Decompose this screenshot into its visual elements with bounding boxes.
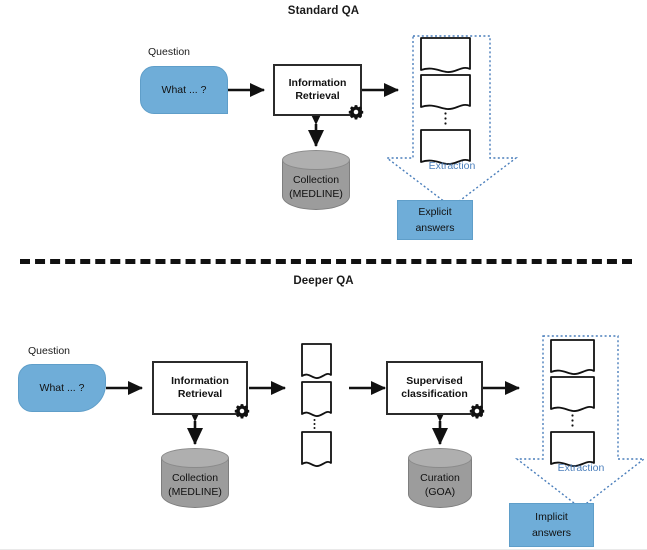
gear-icon-retrieval-bottom[interactable] (234, 403, 250, 424)
cylinder-label-line2: (MEDLINE) (168, 485, 222, 498)
cylinder-body (408, 458, 472, 508)
section-title-deeper-qa: Deeper QA (293, 275, 354, 287)
document-stack-top (420, 37, 471, 165)
cylinder-label-line2: (GOA) (424, 485, 456, 498)
process-box-line1: Supervised (406, 374, 463, 387)
process-box-line2: classification (401, 388, 468, 400)
answer-box-implicit[interactable]: Implicit answers (509, 503, 594, 547)
gear-icon (469, 404, 485, 419)
vertical-ellipsis-icon-middle (313, 419, 316, 429)
answer-box-explicit[interactable]: Explicit answers (397, 200, 473, 240)
answer-line1: Explicit (418, 205, 452, 218)
extraction-down-arrow-icon-bottom (514, 335, 647, 509)
answer-line2: answers (531, 527, 572, 539)
gear-icon-classification[interactable] (469, 403, 485, 424)
cylinder-label-line2: (MEDLINE) (289, 187, 343, 200)
database-cylinder-curation[interactable]: Curation (GOA) (408, 448, 472, 508)
process-box-line1: Information (288, 76, 347, 89)
cylinder-top-ellipse (408, 448, 472, 468)
extraction-label-top: Extraction (428, 160, 476, 172)
section-divider (20, 259, 632, 264)
process-box-information-retrieval-top[interactable]: Information Retrieval (273, 64, 362, 116)
question-bubble-top[interactable]: What ... ? (140, 66, 228, 114)
vertical-ellipsis-icon-bottom-right (571, 414, 574, 427)
answer-line1: Implicit (535, 510, 568, 523)
process-box-information-retrieval-bottom[interactable]: Information Retrieval (152, 361, 248, 415)
extraction-label-bottom: Extraction (557, 462, 605, 474)
cylinder-label-line1: Collection (292, 174, 340, 186)
question-bubble-bottom[interactable]: What ... ? (18, 364, 106, 412)
process-box-line2: Retrieval (295, 90, 340, 102)
gear-icon (348, 105, 364, 120)
extraction-down-arrow-icon-top (384, 35, 519, 208)
database-cylinder-collection-bottom[interactable]: Collection (MEDLINE) (161, 448, 229, 508)
gear-icon-retrieval-top[interactable] (348, 104, 364, 125)
answer-line2: answers (415, 222, 455, 234)
document-stack-middle (301, 343, 332, 467)
process-box-supervised-classification[interactable]: Supervised classification (386, 361, 483, 415)
process-box-line2: Retrieval (177, 388, 223, 400)
cylinder-label-line1: Collection (171, 472, 219, 484)
section-title-standard-qa: Standard QA (287, 5, 360, 17)
cylinder-top-ellipse (282, 150, 350, 170)
vertical-ellipsis-icon-top (444, 112, 447, 125)
gear-icon (234, 404, 250, 419)
database-cylinder-collection-top[interactable]: Collection (MEDLINE) (282, 150, 350, 210)
cylinder-top-ellipse (161, 448, 229, 468)
question-label-bottom: Question (28, 345, 71, 357)
question-label-top: Question (148, 46, 191, 58)
process-box-line1: Information (171, 374, 229, 387)
document-stack-bottom-right (550, 339, 595, 467)
cylinder-label-line1: Curation (420, 472, 460, 484)
